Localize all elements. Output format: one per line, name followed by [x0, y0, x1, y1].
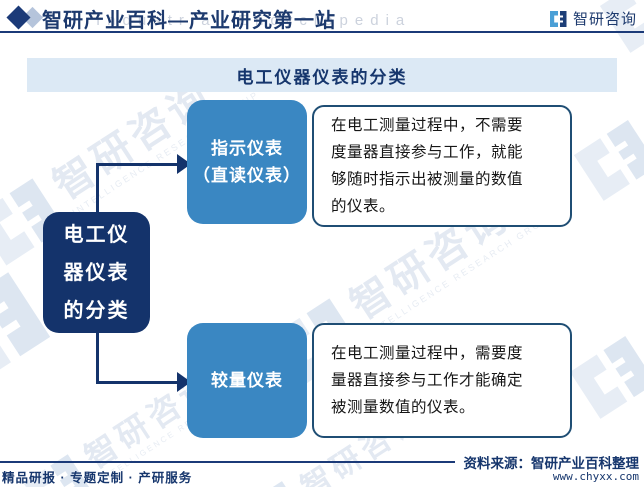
- brand-logo: 智研咨询: [548, 8, 637, 29]
- watermark: [561, 107, 644, 215]
- connector-line: [96, 163, 178, 166]
- connector-line: [96, 381, 178, 384]
- diagram-title-bar: 电工仪器仪表的分类: [27, 58, 617, 92]
- branch-node-label: 较量仪表: [211, 371, 283, 390]
- brand-logo-icon: [549, 10, 567, 27]
- branch-description-text: 在电工测量过程中，不需要度量器直接参与工作，就能够随时指示出被测量的数值的仪表。: [331, 117, 524, 215]
- header-title: 智研产业百科—产业研究第一站: [42, 10, 336, 32]
- branch-node-indicating: 指示仪表 （直读仪表）: [187, 100, 307, 224]
- website-link[interactable]: www.chyxx.com: [552, 470, 639, 483]
- header-bar: 智研产业百科—产业研究第一站 智研咨询: [0, 0, 644, 33]
- branch-node-comparing: 较量仪表: [187, 323, 307, 438]
- root-node-label: 电工仪器仪表的分类: [63, 223, 130, 322]
- watermark-logo-icon: [265, 481, 305, 487]
- connector-line: [96, 163, 99, 212]
- root-node: 电工仪器仪表的分类: [43, 212, 150, 333]
- branch-description-box: 在电工测量过程中，需要度量器直接参与工作才能确定被测量数值的仪表。: [312, 323, 572, 438]
- footer-divider: [0, 461, 455, 463]
- connector-line: [96, 333, 99, 384]
- branch-description-text: 在电工测量过程中，需要度量器直接参与工作才能确定被测量数值的仪表。: [331, 345, 524, 416]
- footer-services-text: 精品研报 · 专题定制 · 产研服务: [2, 471, 193, 485]
- brand-name: 智研咨询: [572, 11, 637, 28]
- watermark-logo-icon: [573, 120, 644, 201]
- diamond-navy-shape: [6, 5, 31, 30]
- diagram-title: 电工仪器仪表的分类: [236, 67, 408, 87]
- watermark-subtext: INTELLIGENCE RESEARCH GROUP: [367, 208, 558, 337]
- header-watermark-text: Industrial Encyclopedia: [96, 12, 412, 29]
- branch-description-box: 在电工测量过程中，不需要度量器直接参与工作，就能够随时指示出被测量的数值的仪表。: [312, 105, 572, 227]
- branch-node-label: 指示仪表 （直读仪表）: [193, 139, 301, 185]
- source-attribution: 资料来源：智研产业百科整理: [463, 456, 640, 471]
